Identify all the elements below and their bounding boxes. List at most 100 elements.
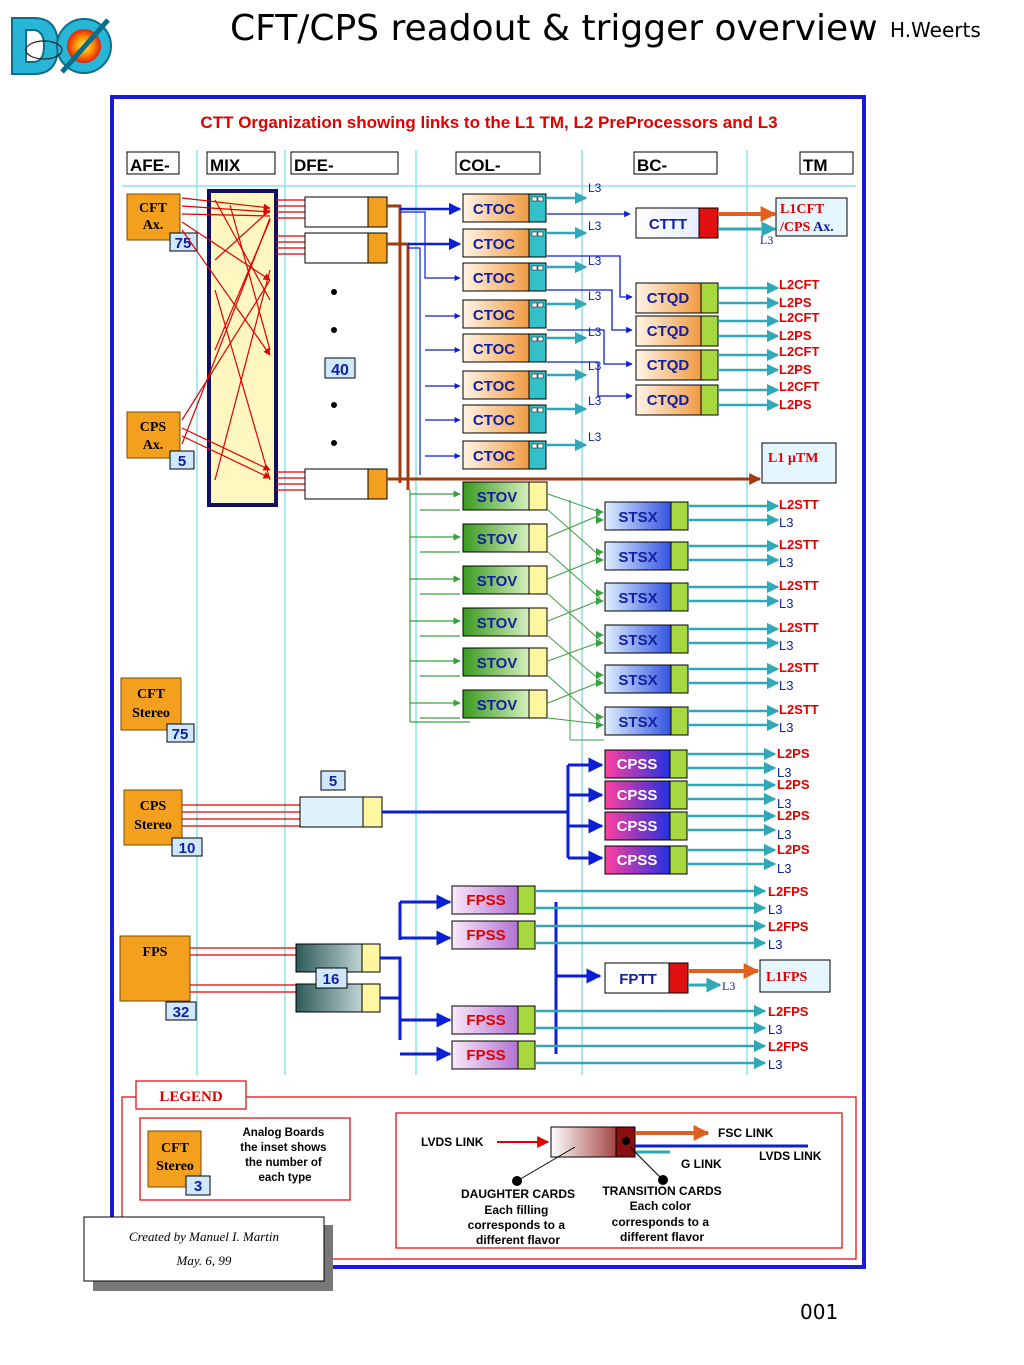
fptt-board: FPTT — [604, 962, 689, 994]
fptt-output: L1FPS — [766, 970, 807, 985]
cpss-output-l2ps: L2PS — [777, 842, 810, 857]
cpss-output-l2ps: L2PS — [777, 777, 810, 792]
stsx-board: STSX L2STT L3 — [596, 497, 819, 531]
ctqd-output-l2cft: L2CFT — [779, 379, 820, 394]
cpss-output-l3: L3 — [777, 796, 791, 811]
stsx-label: STSX — [618, 672, 657, 689]
stsx-label: STSX — [618, 590, 657, 607]
cpss-board: CPSS L2PS L3 — [604, 842, 810, 876]
ctoc-label: CTOC — [473, 270, 515, 287]
ctoc-label: CTOC — [473, 378, 515, 395]
stov-board: STOV — [462, 565, 548, 595]
ctqd-output-l2ps: L2PS — [779, 362, 812, 377]
do-logo — [11, 17, 112, 75]
col-dfe: DFE- — [294, 156, 334, 175]
cttt-output-line1: L1CFT — [780, 202, 825, 217]
legend-g-link: G LINK — [681, 1157, 722, 1171]
fptt-output-box — [759, 959, 831, 993]
svg-text:CPS: CPS — [140, 420, 167, 435]
dfe-board — [304, 196, 388, 228]
cpss-label: CPSS — [617, 852, 658, 869]
ctqd-output-l2cft: L2CFT — [779, 310, 820, 325]
stov-board: STOV — [462, 523, 548, 553]
stsx-output-l3: L3 — [779, 555, 793, 570]
slide-title: CFT/CPS readout & trigger overview — [230, 8, 878, 49]
svg-text:FPS: FPS — [143, 945, 168, 960]
stsx-output-l2stt: L2STT — [779, 537, 819, 552]
fptt-label: FPTT — [619, 971, 657, 988]
ctqd-output-l2ps: L2PS — [779, 328, 812, 343]
ctoc-label: CTOC — [473, 412, 515, 429]
stsx-label: STSX — [618, 509, 657, 526]
cpss-output-l2ps: L2PS — [777, 808, 810, 823]
fpss-output-l2fps: L2FPS — [768, 919, 809, 934]
fpss-label: FPSS — [466, 892, 505, 909]
ctqd-label: CTQD — [647, 392, 690, 409]
stsx-output-l2stt: L2STT — [779, 702, 819, 717]
ctqd-output-l2ps: L2PS — [779, 295, 812, 310]
cpss-output-l3: L3 — [777, 861, 791, 876]
fps-dfe-count: 16 — [323, 971, 340, 988]
cpss-board: CPSS L2PS L3 — [604, 808, 810, 842]
col-bc: BC- — [637, 156, 667, 175]
col-tm: TM — [803, 156, 828, 175]
legend-analog-text: Analog Boards the inset shows the number… — [240, 1127, 329, 1184]
stsx-output-l3: L3 — [779, 515, 793, 530]
credit-line2: May. 6, 99 — [176, 1253, 232, 1268]
stsx-output-l2stt: L2STT — [779, 620, 819, 635]
legend-transition-title: TRANSITION CARDS — [602, 1184, 721, 1198]
stsx-output-l2stt: L2STT — [779, 497, 819, 512]
legend-fsc-link: FSC LINK — [718, 1126, 774, 1140]
fpss-label: FPSS — [466, 1012, 505, 1029]
l3-label: L3 — [588, 325, 602, 339]
cpss-output-l2ps: L2PS — [777, 746, 810, 761]
cpss-label: CPSS — [617, 818, 658, 835]
l3-label: L3 — [588, 430, 602, 444]
fpss-label: FPSS — [466, 1047, 505, 1064]
svg-text:Stereo: Stereo — [156, 1159, 194, 1174]
svg-text:CFT: CFT — [139, 201, 168, 216]
fpss-output-l3: L3 — [768, 1057, 782, 1072]
stov-board: STOV — [462, 607, 548, 637]
col-mix: MIX — [210, 156, 241, 175]
l3-label: L3 — [588, 359, 602, 373]
ctoc-label: CTOC — [473, 307, 515, 324]
afe-fps-count: 32 — [173, 1004, 190, 1021]
diagram-title: CTT Organization showing links to the L1… — [200, 113, 777, 132]
stsx-output-l2stt: L2STT — [779, 660, 819, 675]
fpss-output-l3: L3 — [768, 1022, 782, 1037]
stov-board: STOV — [462, 647, 548, 677]
ctqd-label: CTQD — [647, 290, 690, 307]
cpss-output-l3: L3 — [777, 765, 791, 780]
cttt-board: CTTT — [635, 207, 719, 239]
afe-cft-axial-count: 75 — [175, 235, 192, 252]
ctqd-label: CTQD — [647, 357, 690, 374]
svg-text:CFT: CFT — [137, 687, 166, 702]
credit-box — [83, 1216, 325, 1282]
ctoc-label: CTOC — [473, 341, 515, 358]
cps-stereo-dfe-count: 5 — [329, 773, 337, 790]
mutm-output: L1 µTM — [768, 451, 818, 466]
cpss-output-l3: L3 — [777, 827, 791, 842]
fpss-output-l3: L3 — [768, 902, 782, 917]
l3-label: L3 — [588, 394, 602, 408]
stsx-output-l3: L3 — [779, 638, 793, 653]
svg-text:Ax.: Ax. — [143, 438, 164, 453]
fpss-board: FPSS L2FPS L3 — [451, 1004, 809, 1037]
afe-cps-axial-count: 5 — [178, 453, 186, 470]
dfe-count-box — [324, 357, 356, 379]
fpss-output-l2fps: L2FPS — [768, 1004, 809, 1019]
credit-line1: Created by Manuel I. Martin — [129, 1229, 279, 1244]
